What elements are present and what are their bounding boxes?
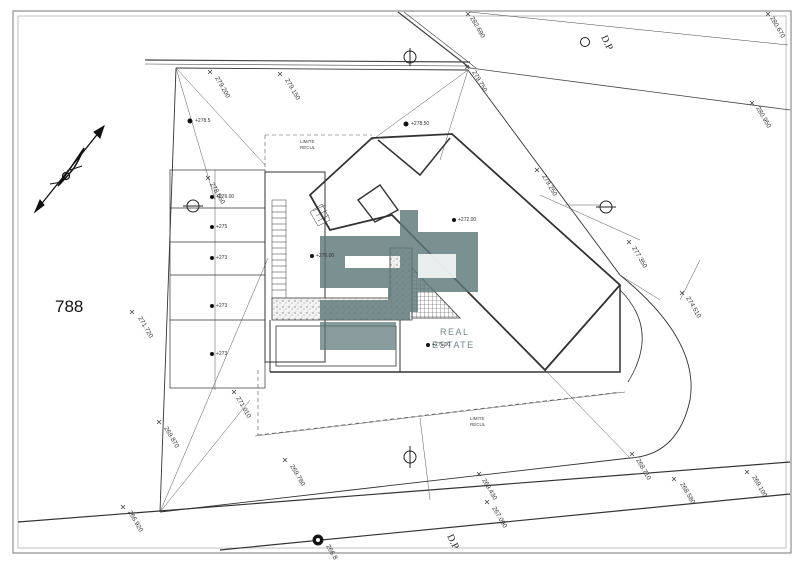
spot-7: +273	[216, 351, 227, 357]
level-269-870: 269.870	[162, 426, 180, 450]
level-280-950: 280.950	[754, 106, 772, 130]
level-279-250: 279.250	[540, 174, 558, 198]
level-271-720: 271.720	[136, 316, 154, 340]
spot-level-markers	[187, 118, 456, 356]
limite-recul-label-bottom-1: LIMITE	[470, 416, 485, 421]
outer-frame	[12, 10, 792, 554]
level-279-200: 279.200	[213, 76, 231, 100]
limite-recul-label-top-1: LIMITE	[300, 139, 315, 144]
watermark-line2: ESTATE	[432, 340, 475, 350]
level-269-430: 269.430	[480, 478, 498, 502]
survey-lines	[159, 67, 701, 513]
limite-recul-label-top-2: RECUL	[300, 145, 316, 150]
utility-symbols	[183, 37, 616, 546]
manhole-icon	[403, 446, 417, 468]
road-label-top: D.P	[598, 34, 615, 53]
road-top	[144, 11, 791, 111]
spot-11: +271.00	[432, 342, 450, 348]
level-points	[120, 11, 771, 510]
manhole-icon	[403, 48, 417, 66]
spot-5: +273	[216, 255, 227, 261]
level-274-510: 274.510	[684, 296, 702, 320]
level-277-350: 277.350	[630, 246, 648, 270]
level-268-710: 268.710	[634, 458, 652, 482]
parcel-boundary	[159, 67, 692, 513]
tree-icon	[580, 37, 590, 47]
spot-2: +278.50	[411, 121, 429, 127]
level-269-780: 269.780	[288, 464, 306, 488]
spot-10: +276.00	[316, 253, 334, 259]
level-267-090: 267.090	[490, 506, 508, 530]
stairs	[271, 199, 331, 301]
level-268-580: 268.580	[678, 482, 696, 506]
spot-9: +272.00	[458, 217, 476, 223]
spot-1: +278.5	[195, 118, 211, 124]
watermark-logo	[320, 210, 478, 350]
watermark-line1: REAL	[440, 327, 470, 337]
level-266-920: 266.920	[126, 510, 144, 534]
pole-icon	[312, 534, 324, 546]
spot-4: +275	[216, 224, 227, 230]
limite-recul-label-bottom-2: RECUL	[470, 422, 486, 427]
manhole-icon	[183, 199, 203, 213]
level-279-750: 279.750	[470, 70, 488, 94]
level-280-670: 280.670	[768, 16, 786, 40]
level-269-100: 269.100	[750, 475, 768, 499]
road-label-bottom: D.P	[444, 533, 461, 552]
spot-6: +273	[216, 303, 227, 309]
lot-number: 788	[55, 297, 83, 316]
level-266-8: 266.8	[324, 544, 338, 562]
setback-limits	[257, 134, 621, 436]
manhole-icon	[596, 200, 616, 214]
spot-3: +276.00	[216, 194, 234, 200]
inner-frame	[17, 15, 787, 549]
level-279-150: 279.150	[283, 78, 301, 102]
north-arrow-icon	[33, 124, 105, 214]
level-282-690: 282.690	[468, 16, 486, 40]
spot-level-labels: +278.5 +278.50 +276.00 +275 +273 +273 +2…	[195, 118, 476, 357]
road-bottom	[17, 461, 791, 551]
